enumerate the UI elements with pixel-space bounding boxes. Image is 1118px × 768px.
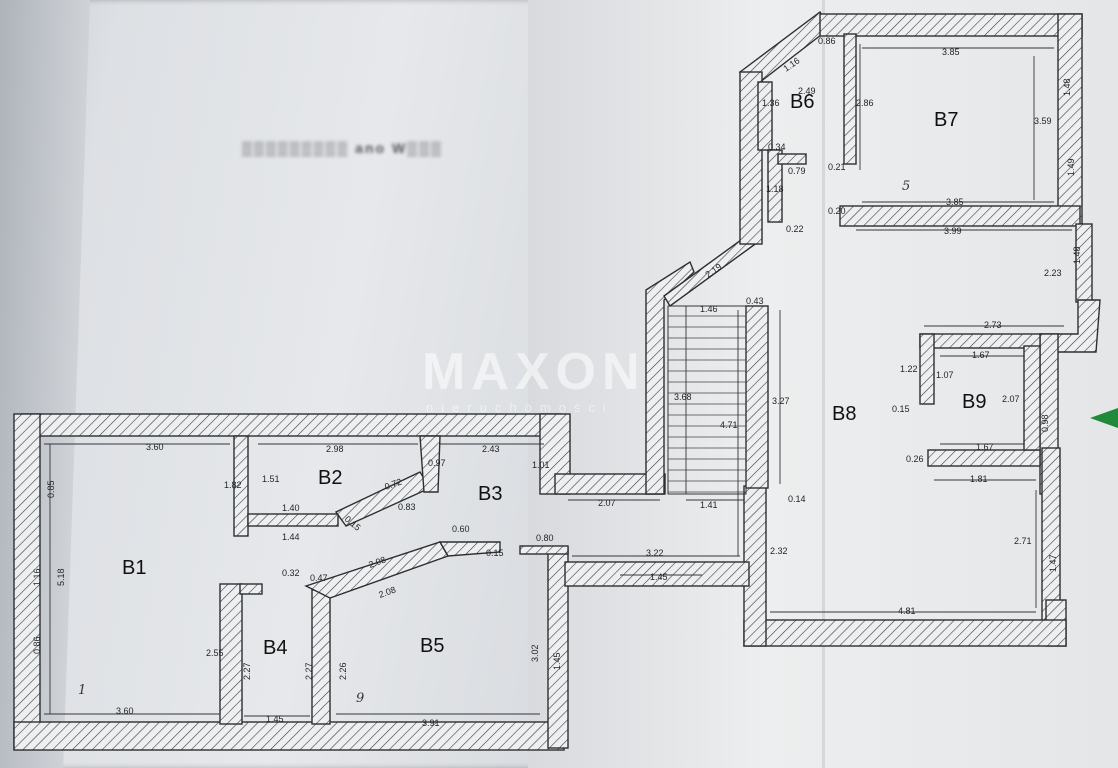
dimension-label: 2.43 — [482, 444, 500, 454]
dimension-label: 1.45 — [552, 652, 562, 670]
handwritten-note: 5 — [902, 179, 910, 194]
room-label-b8: B8 — [832, 403, 856, 425]
handwritten-note: 1 — [78, 683, 86, 698]
dimension-label: 1.18 — [766, 184, 784, 194]
dimension-label: 0.15 — [486, 548, 504, 558]
dimension-label: 1.67 — [972, 350, 990, 360]
dimension-label: 0.86 — [32, 636, 42, 654]
dimension-label: 1.48 — [1072, 246, 1082, 264]
dimension-label: 2.73 — [984, 320, 1002, 330]
dimension-label: 0.97 — [428, 458, 446, 468]
dimension-label: 2.71 — [1014, 536, 1032, 546]
room-label-b7: B7 — [934, 109, 958, 131]
watermark-subtitle: nieruchomości — [426, 400, 614, 415]
dimension-label: 1.45 — [266, 714, 284, 724]
staircase — [667, 305, 747, 495]
dimension-label: 1.22 — [900, 364, 918, 374]
dimension-label: 1.67 — [976, 442, 994, 452]
handwritten-note: 9 — [356, 691, 364, 706]
walls-center — [564, 10, 1101, 647]
dimension-label: 0.98 — [1040, 414, 1050, 432]
dimension-label: 3.85 — [946, 197, 964, 207]
green-triangle-icon — [1090, 408, 1118, 428]
watermark-brand: MAXON — [422, 343, 646, 401]
paper-sheet-left — [0, 0, 535, 768]
dimension-label: 0.15 — [892, 404, 910, 414]
dimension-label: 0.83 — [398, 502, 416, 512]
dimension-label: 0.85 — [46, 480, 56, 498]
dimension-label: 1.82 — [224, 480, 242, 490]
room-label-b5: B5 — [420, 635, 444, 657]
dimension-label: 5.18 — [56, 568, 66, 586]
dimension-label: 0.43 — [746, 296, 764, 306]
dimension-label: 1.49 — [1066, 158, 1076, 176]
dimension-label: 3.59 — [1034, 116, 1052, 126]
dimension-label: 3.27 — [772, 396, 790, 406]
dimension-label: 0.60 — [452, 524, 470, 534]
dimension-label: 1.48 — [1062, 78, 1072, 96]
dimension-label: 0.34 — [768, 142, 786, 152]
dimension-label: 3.99 — [944, 226, 962, 236]
dimension-label: 3.02 — [530, 644, 540, 662]
dimension-label: 1.47 — [1048, 554, 1058, 572]
dimension-label: 3.91 — [422, 718, 440, 728]
dimension-label: 0.32 — [282, 568, 300, 578]
dimension-label: 2.08 — [377, 584, 397, 599]
paper-fold — [822, 0, 825, 768]
dimension-label: 3.68 — [674, 392, 692, 402]
dimension-label: 1.07 — [936, 370, 954, 380]
dimension-label: 1.81 — [970, 474, 988, 484]
dimension-label: 3.85 — [942, 47, 960, 57]
blurred-header: ▒▒▒▒▒▒▒▒▒ ano W▒▒▒ — [242, 140, 443, 156]
dimension-label: 2.23 — [1044, 268, 1062, 278]
dimension-label: 0.86 — [818, 36, 836, 46]
dimension-label: 2.07 — [598, 498, 616, 508]
dimension-label: 0.21 — [828, 162, 846, 172]
dimension-label: 1.41 — [700, 500, 718, 510]
dimension-label: 0.26 — [906, 454, 924, 464]
room-label-b2: B2 — [318, 467, 342, 489]
dimension-label: 1.45 — [650, 572, 668, 582]
dimension-label: 2.32 — [770, 546, 788, 556]
dimension-label: 3.22 — [646, 548, 664, 558]
dimension-label: 1.36 — [762, 98, 780, 108]
dimension-label: 2.55 — [206, 648, 224, 658]
walls-left-wing — [13, 413, 666, 751]
room-label-b1: B1 — [122, 557, 146, 579]
dimension-label: 2.27 — [242, 662, 252, 680]
dimension-label: 2.26 — [338, 662, 348, 680]
dimension-label: 0.22 — [786, 224, 804, 234]
dimension-label: 2.49 — [798, 86, 816, 96]
dimension-label: 1.44 — [282, 532, 300, 542]
dimension-label: 4.81 — [898, 606, 916, 616]
room-label-b4: B4 — [263, 637, 287, 659]
dimension-label: 0.14 — [788, 494, 806, 504]
dimension-label: 1.46 — [700, 304, 718, 314]
dimension-label: 3.60 — [146, 442, 164, 452]
dimension-label: 2.86 — [856, 98, 874, 108]
dimension-label: 2.98 — [326, 444, 344, 454]
dimension-label: 2.07 — [1002, 394, 1020, 404]
dimension-lines — [44, 44, 1072, 717]
dimension-label: 1.51 — [262, 474, 280, 484]
dimension-label: 0.79 — [788, 166, 806, 176]
dimension-label: 0.80 — [536, 533, 554, 543]
room-label-b3: B3 — [478, 483, 502, 505]
room-label-b9: B9 — [962, 391, 986, 413]
dimension-label: 0.20 — [828, 206, 846, 216]
dimension-label: 3.60 — [116, 706, 134, 716]
dimension-label: 1.40 — [282, 503, 300, 513]
dimension-label: 4.71 — [720, 420, 738, 430]
room-label-b6: B6 — [790, 91, 814, 113]
dimension-label: 1.01 — [532, 460, 550, 470]
dimension-label: 2.27 — [304, 662, 314, 680]
dimension-label: 0.47 — [310, 573, 328, 583]
dimension-label: 1.16 — [32, 568, 42, 586]
